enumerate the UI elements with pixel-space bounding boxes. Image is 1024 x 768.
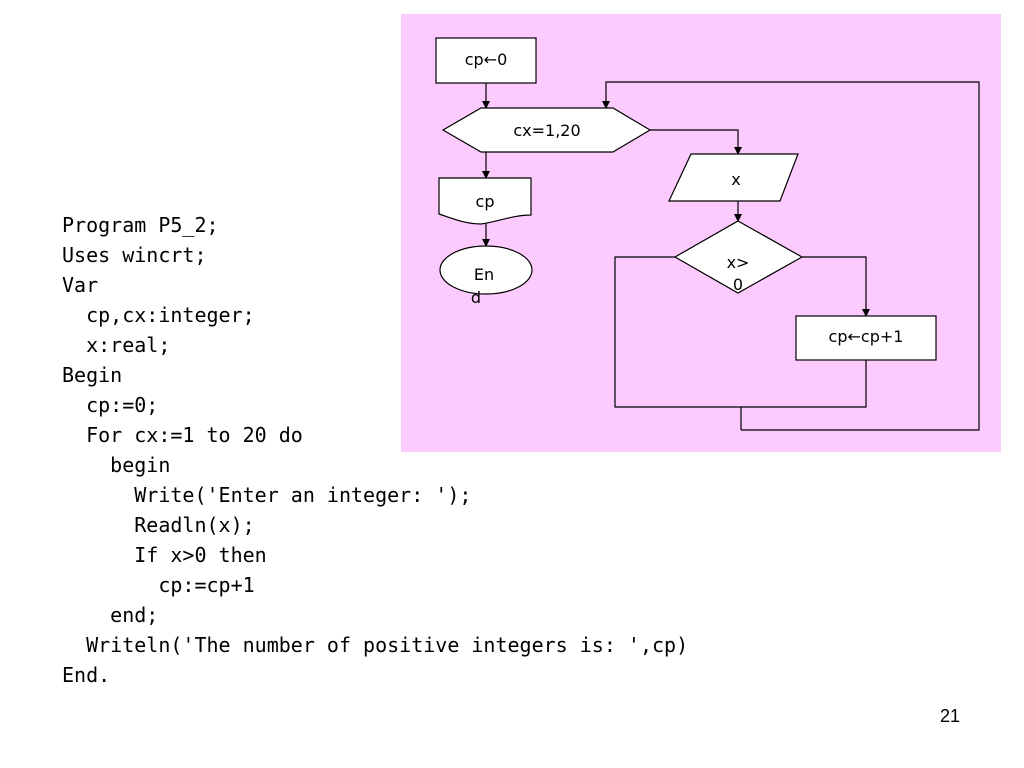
connector-loop-back	[602, 81, 980, 431]
code-line: If x>0 then	[62, 543, 267, 567]
end-node: En d	[439, 245, 533, 307]
connector-decision-no	[614, 256, 738, 408]
init-node: cp←0	[435, 37, 537, 84]
decision-node: x> 0	[673, 220, 804, 294]
code-line: x:real;	[62, 333, 171, 357]
code-line: begin	[62, 453, 171, 477]
panel-background	[401, 14, 1001, 452]
decision-label-line2: 0	[733, 275, 743, 294]
decision-label-line1: x>	[727, 253, 750, 272]
connector-loop-to-input	[650, 129, 742, 155]
code-line: cp:=cp+1	[62, 573, 255, 597]
loop-hexagon	[441, 107, 652, 153]
code-listing: Program P5_2; Uses wincrt; Var cp,cx:integ…	[62, 210, 688, 690]
increment-label: cp←cp+1	[829, 327, 904, 346]
init-label: cp←0	[465, 50, 508, 69]
loop-node: cx=1,20	[441, 107, 652, 153]
end-label-line2: d	[471, 288, 481, 307]
output-node: cp	[438, 177, 532, 225]
code-line: Program P5_2;	[62, 213, 219, 237]
end-oval	[439, 245, 533, 295]
output-document-shape	[438, 177, 532, 225]
decision-diamond	[673, 220, 804, 294]
loop-label: cx=1,20	[513, 121, 580, 140]
input-parallelogram	[668, 153, 799, 202]
connector-decision-yes	[802, 256, 870, 317]
increment-box	[795, 315, 937, 361]
code-line: Readln(x);	[62, 513, 255, 537]
init-box	[435, 37, 537, 84]
code-line: Writeln('The number of positive integers…	[62, 633, 689, 657]
code-line: End.	[62, 663, 111, 687]
code-line: Var	[62, 273, 99, 297]
flowchart-panel: cp←0 cx=1,20 x x> 0 cp←cp+1 cp En d	[401, 14, 1001, 452]
slide-number: 21	[939, 706, 961, 726]
increment-node: cp←cp+1	[795, 315, 937, 361]
input-label: x	[731, 170, 740, 189]
code-line: cp:=0;	[62, 393, 159, 417]
end-label-line1: En	[474, 265, 494, 284]
input-node: x	[668, 153, 799, 202]
output-label: cp	[476, 192, 495, 211]
connector-increment-merge	[738, 360, 867, 408]
code-line: Uses wincrt;	[62, 243, 207, 267]
flowchart: cp←0 cx=1,20 x x> 0 cp←cp+1 cp En d	[401, 14, 1001, 452]
code-line: cp,cx:integer;	[62, 303, 255, 327]
code-line: Write('Enter an integer: ');	[62, 483, 472, 507]
code-line: end;	[62, 603, 159, 627]
code-line: Begin	[62, 363, 123, 387]
code-line: For cx:=1 to 20 do	[62, 423, 303, 447]
